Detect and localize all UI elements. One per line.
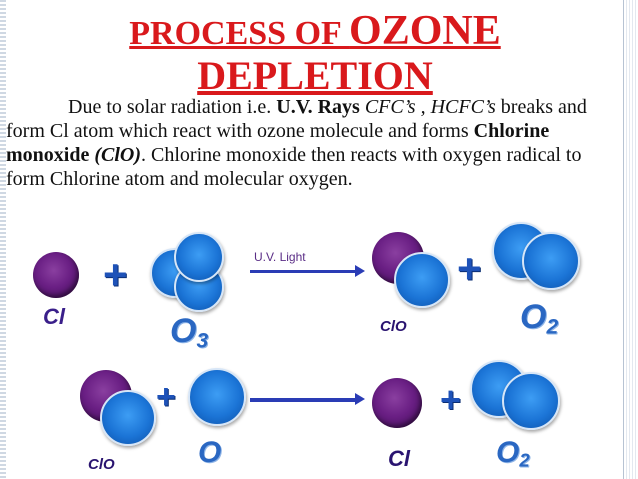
description-paragraph: Due to solar radiation i.e. U.V. Rays CF… xyxy=(6,95,624,191)
plus-sign: + xyxy=(457,245,482,292)
plus-sign: + xyxy=(156,378,176,416)
ozone-subscript: 3 xyxy=(196,329,209,353)
para-text-2: breaks and form Cl atom which react with… xyxy=(6,96,587,142)
plus-sign: + xyxy=(440,379,462,420)
plus-sign: + xyxy=(103,251,128,298)
right-border xyxy=(623,0,638,479)
oxygen-atom xyxy=(174,232,224,282)
oxygen-atom xyxy=(188,368,246,426)
reaction-arrow xyxy=(250,393,365,405)
oxygen-atom xyxy=(502,372,560,430)
left-border xyxy=(0,0,6,479)
para-cfc: CFC’s , HCFC’s xyxy=(359,96,496,118)
para-chlorine-monoxide: Chlorine monoxide xyxy=(6,120,550,166)
title-prefix: PROCESS OF xyxy=(129,15,350,52)
reactant-1-label: Cl xyxy=(43,304,65,329)
reactant-2-label: O3 xyxy=(170,312,209,353)
arrow-label: U.V. Light xyxy=(254,250,306,264)
para-text-1: Due to solar radiation i.e. xyxy=(68,96,277,118)
reactant-1-label: ClO xyxy=(88,456,115,473)
title-ozone: OZONE xyxy=(349,8,501,54)
product-1-label: Cl xyxy=(388,446,410,471)
oxygen-atom xyxy=(100,390,156,446)
product-2-label: O2 xyxy=(520,298,559,339)
slide-title-line-1: PROCESS OF OZONE xyxy=(60,10,570,52)
oxygen-atom xyxy=(522,232,580,290)
reaction-arrow xyxy=(250,265,365,277)
reactant-2-label: O xyxy=(198,436,222,469)
chlorine-atom xyxy=(372,378,422,428)
para-text-3: . Chlorine monoxide then reacts with oxy… xyxy=(6,144,582,190)
para-clo: (ClO) xyxy=(89,144,142,166)
product-2-label: O2 xyxy=(496,436,530,471)
para-uv-rays: U.V. Rays xyxy=(276,96,360,118)
oxygen-subscript: 2 xyxy=(546,315,559,339)
oxygen-atom xyxy=(394,252,450,308)
oxygen-subscript: 2 xyxy=(519,449,530,471)
slide-title-line-2: DEPLETION xyxy=(197,53,433,98)
chlorine-atom xyxy=(33,252,79,298)
product-1-label: ClO xyxy=(380,318,407,335)
